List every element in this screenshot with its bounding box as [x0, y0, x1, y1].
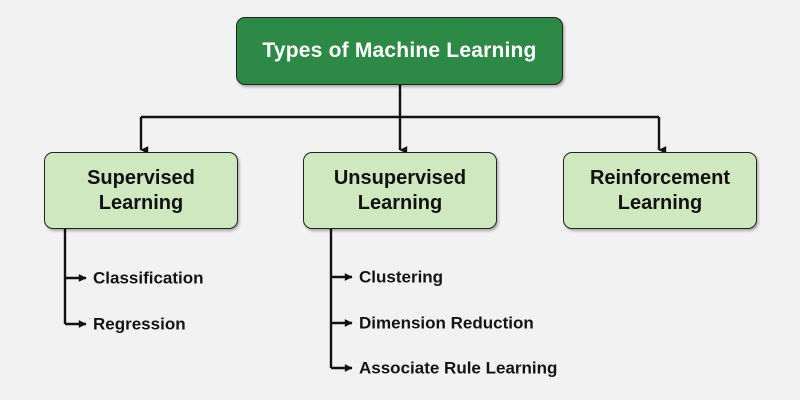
- leaf-classification[interactable]: Classification: [93, 268, 204, 288]
- node-label-supervised-learning: Supervised Learning: [87, 167, 195, 214]
- leaf-clustering[interactable]: Clustering: [359, 267, 444, 287]
- node-types-of-machine-learning[interactable]: Types of Machine Learning: [236, 17, 563, 85]
- node-label-unsupervised-learning: Unsupervised Learning: [333, 167, 467, 214]
- node-supervised-learning[interactable]: Supervised Learning: [44, 152, 238, 229]
- node-label-root: Types of Machine Learning: [262, 39, 537, 63]
- node-label-reinforcement-learning: Reinforcement Learning: [589, 167, 731, 214]
- leaf-associate-rule-learning[interactable]: Associate Rule Learning: [359, 358, 558, 378]
- leaf-dimension-reduction[interactable]: Dimension Reduction: [359, 313, 534, 333]
- node-reinforcement-learning[interactable]: Reinforcement Learning: [563, 152, 757, 229]
- leaf-regression[interactable]: Regression: [93, 314, 186, 334]
- node-unsupervised-learning[interactable]: Unsupervised Learning: [303, 152, 497, 229]
